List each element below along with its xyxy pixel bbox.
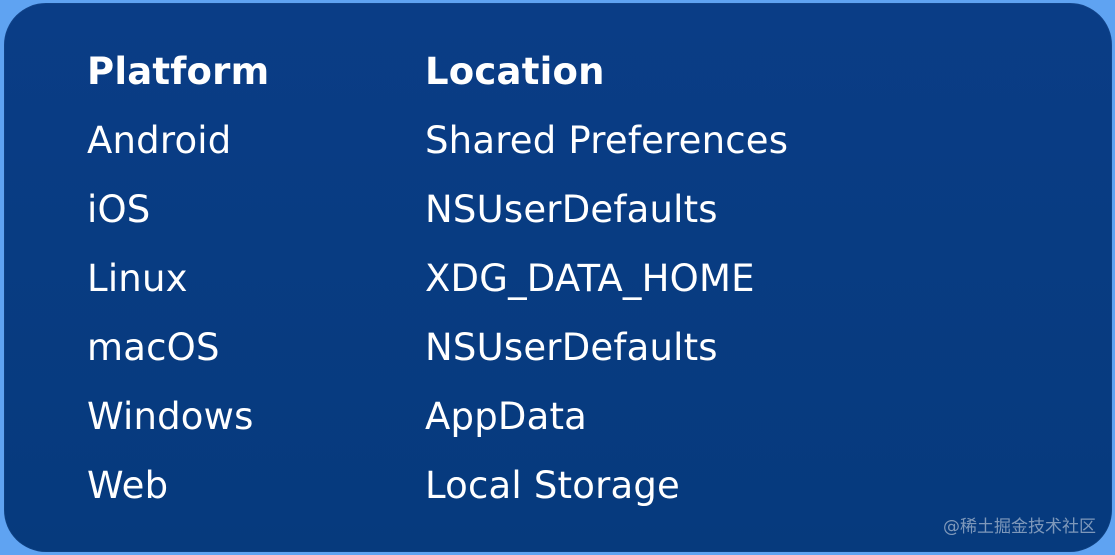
platform-cell: macOS xyxy=(87,326,220,369)
platform-cell: Windows xyxy=(87,395,254,438)
location-column-header: Location xyxy=(425,50,605,93)
location-cell: XDG_DATA_HOME xyxy=(425,257,755,300)
table-row: Linux XDG_DATA_HOME xyxy=(87,250,987,319)
platform-column-header: Platform xyxy=(87,50,270,93)
table-header-row: Platform Location xyxy=(87,43,987,112)
location-cell: NSUserDefaults xyxy=(425,188,718,231)
platform-cell: iOS xyxy=(87,188,151,231)
location-cell: Local Storage xyxy=(425,464,681,507)
table-row: iOS NSUserDefaults xyxy=(87,181,987,250)
location-cell: AppData xyxy=(425,395,588,438)
platform-location-table: Platform Location Android Shared Prefere… xyxy=(87,43,987,526)
platform-location-panel: Platform Location Android Shared Prefere… xyxy=(4,3,1112,552)
table-row: macOS NSUserDefaults xyxy=(87,319,987,388)
platform-cell: Linux xyxy=(87,257,188,300)
location-cell: Shared Preferences xyxy=(425,119,789,162)
location-cell: NSUserDefaults xyxy=(425,326,718,369)
table-row: Web Local Storage xyxy=(87,457,987,526)
platform-cell: Android xyxy=(87,119,232,162)
watermark: @稀土掘金技术社区 xyxy=(943,517,1096,537)
table-row: Windows AppData xyxy=(87,388,987,457)
table-row: Android Shared Preferences xyxy=(87,112,987,181)
platform-cell: Web xyxy=(87,464,169,507)
